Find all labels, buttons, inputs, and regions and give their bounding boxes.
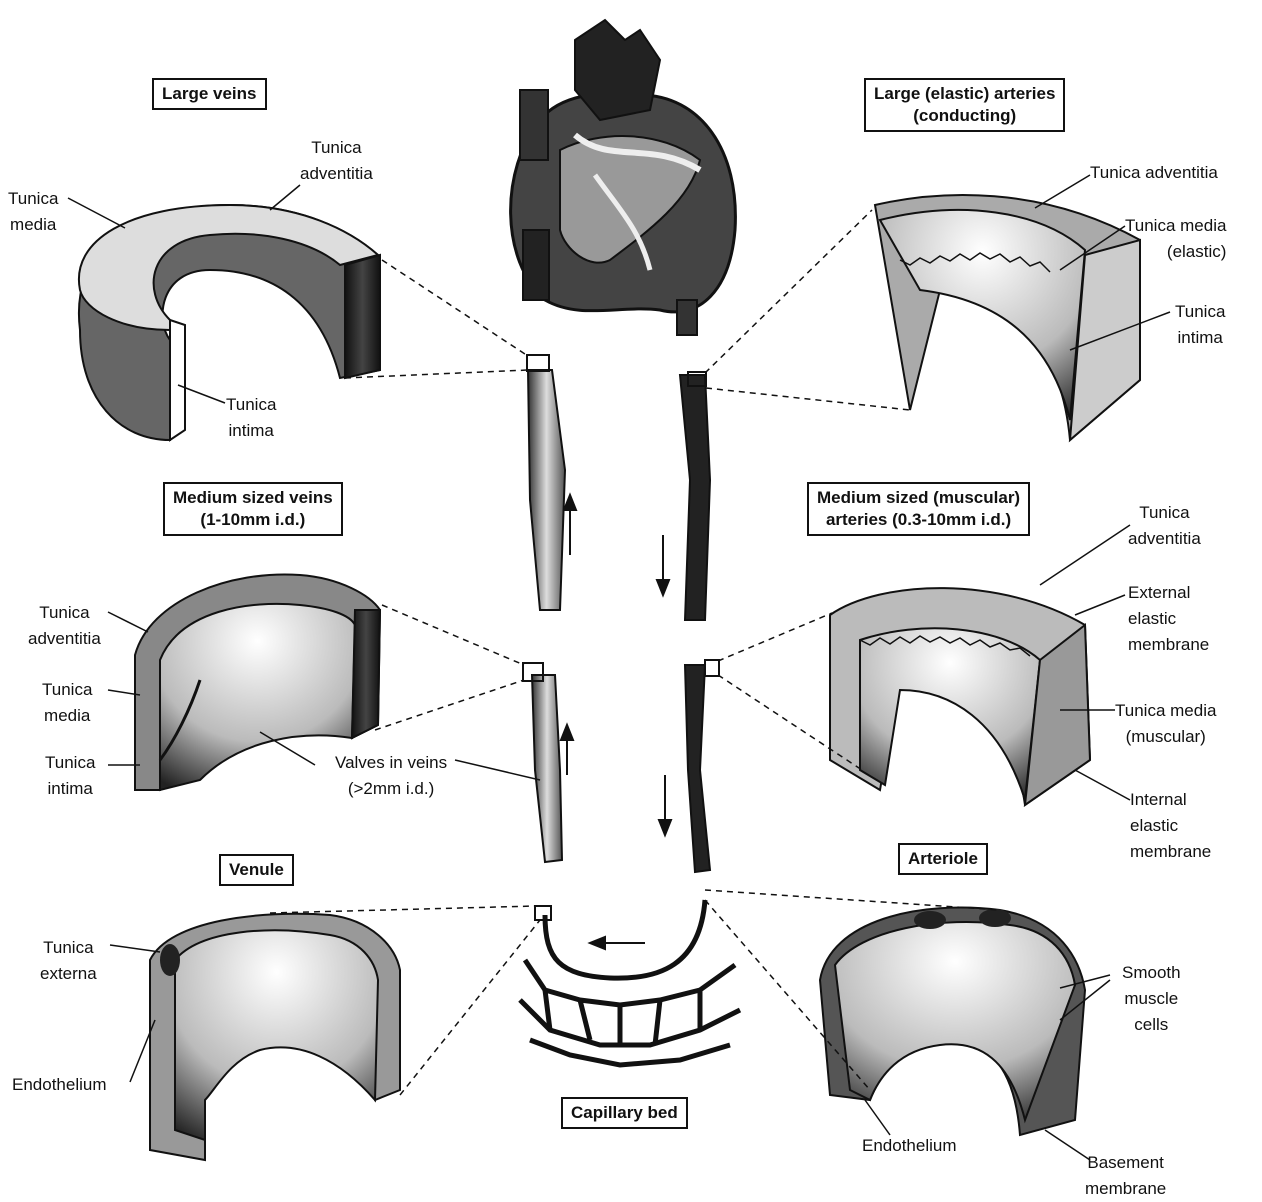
label-ar-smooth-line3: cells <box>1122 1012 1181 1038</box>
label-ma-media-line2: (muscular) <box>1115 724 1216 750</box>
heart-illustration <box>511 20 736 335</box>
label-lv-adventitia-line2: adventitia <box>300 161 373 187</box>
label-ma-internal-elastic-membrane: Internal elastic membrane <box>1130 787 1211 865</box>
label-ar-smooth-line2: muscle <box>1122 986 1181 1012</box>
label-ar-endothelium: Endothelium <box>862 1133 957 1159</box>
title-large-veins: Large veins <box>152 78 267 110</box>
label-mv-media-line2: media <box>42 703 92 729</box>
label-ma-internal-line3: membrane <box>1130 839 1211 865</box>
label-valves-in-veins: Valves in veins (>2mm i.d.) <box>335 750 447 802</box>
title-large-elastic-arteries: Large (elastic) arteries (conducting) <box>864 78 1065 132</box>
vein-segment-upper <box>527 355 565 610</box>
title-venule: Venule <box>219 854 294 886</box>
title-medium-veins-line2: (1-10mm i.d.) <box>173 509 333 531</box>
label-lv-adventitia-line1: Tunica <box>300 135 373 161</box>
label-ma-external-line1: External <box>1128 580 1209 606</box>
label-la-media-line1: Tunica media <box>1125 213 1226 239</box>
label-mv-adventitia-line2: adventitia <box>28 626 101 652</box>
flow-arrows <box>561 495 671 949</box>
label-lv-tunica-media: Tunica media <box>8 186 58 238</box>
label-ma-external-elastic-membrane: External elastic membrane <box>1128 580 1209 658</box>
label-lv-media-line1: Tunica <box>8 186 58 212</box>
label-vn-tunica-externa: Tunica externa <box>40 935 97 987</box>
title-medium-veins: Medium sized veins (1-10mm i.d.) <box>163 482 343 536</box>
title-arteriole: Arteriole <box>898 843 988 875</box>
label-ma-tunica-media: Tunica media (muscular) <box>1115 698 1216 750</box>
label-la-tunica-media: Tunica media (elastic) <box>1125 213 1226 265</box>
label-mv-media-line1: Tunica <box>42 677 92 703</box>
label-la-tunica-adventitia: Tunica adventitia <box>1090 160 1218 186</box>
label-ar-basement-line1: Basement <box>1085 1150 1166 1176</box>
venule-cross-section <box>150 914 400 1160</box>
label-ma-tunica-adventitia: Tunica adventitia <box>1128 500 1201 552</box>
label-lv-intima-line2: intima <box>226 418 276 444</box>
label-ma-media-line1: Tunica media <box>1115 698 1216 724</box>
title-medium-muscular-arteries: Medium sized (muscular) arteries (0.3-10… <box>807 482 1030 536</box>
title-medium-veins-line1: Medium sized veins <box>173 487 333 509</box>
label-ar-smooth-muscle-cells: Smooth muscle cells <box>1122 960 1181 1038</box>
arteriole-cross-section <box>820 908 1085 1135</box>
label-valves-line1: Valves in veins <box>335 750 447 776</box>
title-large-elastic-arteries-line2: (conducting) <box>874 105 1055 127</box>
label-la-tunica-intima: Tunica intima <box>1175 299 1225 351</box>
label-mv-intima-line1: Tunica <box>45 750 95 776</box>
label-la-intima-line1: Tunica <box>1175 299 1225 325</box>
large-artery-cross-section <box>875 195 1140 440</box>
label-mv-intima-line2: intima <box>45 776 95 802</box>
label-vn-endothelium: Endothelium <box>12 1072 107 1098</box>
label-mv-adventitia-line1: Tunica <box>28 600 101 626</box>
label-ar-basement-membrane: Basement membrane <box>1085 1150 1166 1202</box>
artery-segment-lower <box>685 660 719 872</box>
label-ma-internal-line1: Internal <box>1130 787 1211 813</box>
title-medium-arteries-line2: arteries (0.3-10mm i.d.) <box>817 509 1020 531</box>
title-capillary-bed: Capillary bed <box>561 1097 688 1129</box>
label-mv-tunica-intima: Tunica intima <box>45 750 95 802</box>
label-ma-adventitia-line2: adventitia <box>1128 526 1201 552</box>
label-mv-tunica-adventitia: Tunica adventitia <box>28 600 101 652</box>
label-ma-external-line2: elastic <box>1128 606 1209 632</box>
label-ar-basement-line2: membrane <box>1085 1176 1166 1202</box>
medium-artery-cross-section <box>830 588 1090 805</box>
vein-segment-lower <box>523 663 562 862</box>
label-ma-adventitia-line1: Tunica <box>1128 500 1201 526</box>
label-valves-line2: (>2mm i.d.) <box>335 776 447 802</box>
title-large-elastic-arteries-line1: Large (elastic) arteries <box>874 83 1055 105</box>
label-mv-tunica-media: Tunica media <box>42 677 92 729</box>
label-la-media-line2: (elastic) <box>1125 239 1226 265</box>
label-ar-smooth-line1: Smooth <box>1122 960 1181 986</box>
label-la-intima-line2: intima <box>1175 325 1225 351</box>
label-ma-internal-line2: elastic <box>1130 813 1211 839</box>
label-ma-external-line3: membrane <box>1128 632 1209 658</box>
label-lv-tunica-adventitia: Tunica adventitia <box>300 135 373 187</box>
label-vn-externa-line2: externa <box>40 961 97 987</box>
label-lv-tunica-intima: Tunica intima <box>226 392 276 444</box>
capillary-bed-illustration <box>520 900 740 1065</box>
label-vn-externa-line1: Tunica <box>40 935 97 961</box>
artery-segment-upper <box>680 372 710 620</box>
label-lv-intima-line1: Tunica <box>226 392 276 418</box>
title-medium-arteries-line1: Medium sized (muscular) <box>817 487 1020 509</box>
label-lv-media-line2: media <box>8 212 58 238</box>
